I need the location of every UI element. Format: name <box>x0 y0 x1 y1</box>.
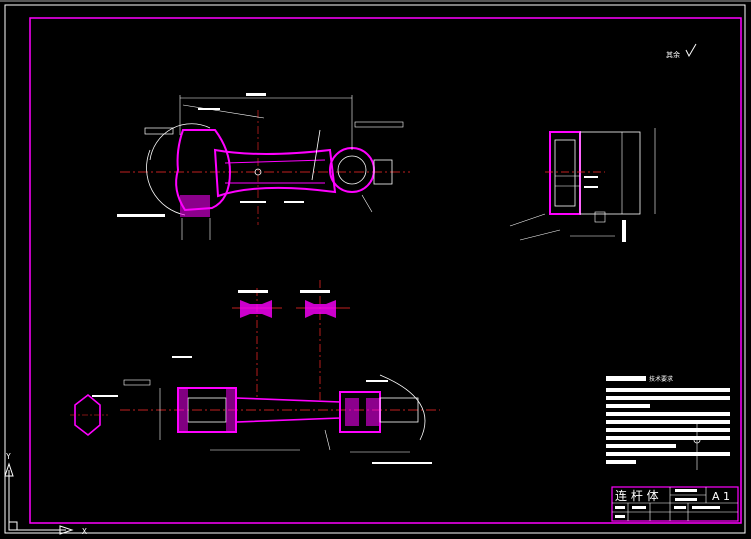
technical-requirements: 技术要求 <box>606 375 730 470</box>
inner-frame <box>29 17 742 524</box>
notes-heading: 技术要求 <box>649 375 673 383</box>
general-roughness-note: 其余 <box>666 43 697 59</box>
ucs-y-label: Y <box>6 452 11 461</box>
finish-note-text: 其余 <box>666 50 680 59</box>
bottom-section-view <box>70 356 440 464</box>
roughness-symbol-icon <box>685 43 697 58</box>
big-end-body <box>175 129 232 212</box>
drawing-title: 连 杆 体 <box>615 488 659 503</box>
section-b <box>305 300 336 318</box>
ucs-x-label: X <box>82 527 87 536</box>
ucs-icon: Y X <box>4 452 87 536</box>
side-view-body <box>549 131 581 215</box>
bolt-boss-section <box>180 195 210 217</box>
side-view <box>509 128 656 242</box>
section-details <box>232 280 350 400</box>
rod-shank <box>213 148 337 198</box>
bolt-detail <box>74 393 101 437</box>
section-a <box>240 300 272 318</box>
main-view <box>117 93 410 240</box>
top-scrollbar[interactable] <box>0 0 751 2</box>
small-end-inner <box>337 155 367 185</box>
big-end-outline <box>149 123 211 161</box>
small-end-outer <box>329 147 375 193</box>
title-block: 连 杆 体 A 1 <box>611 486 739 522</box>
sheet-size: A 1 <box>712 490 730 503</box>
outer-border <box>4 4 746 534</box>
